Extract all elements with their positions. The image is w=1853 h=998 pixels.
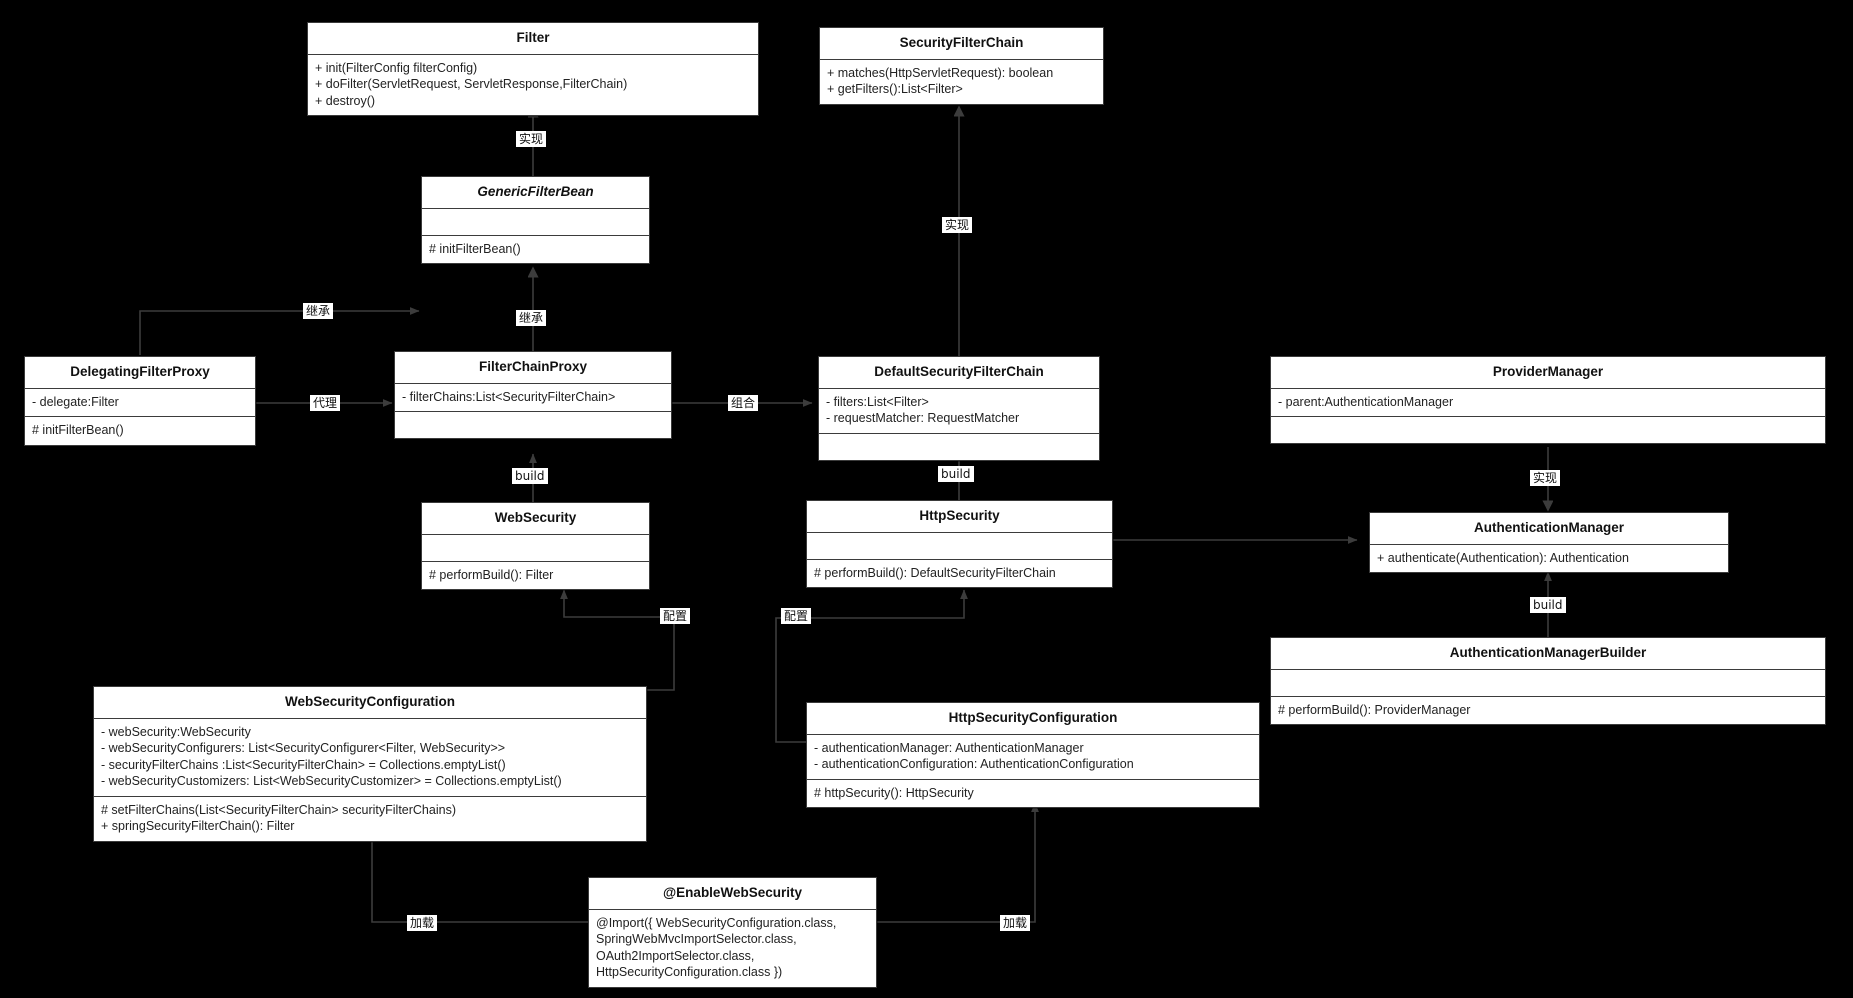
class-box-http-security[interactable]: HttpSecurity # performBuild(): DefaultSe… (806, 500, 1113, 589)
class-box-generic-filter-bean[interactable]: GenericFilterBean # initFilterBean() (421, 176, 650, 265)
attribute-row: - requestMatcher: RequestMatcher (826, 411, 1020, 426)
method-row: + doFilter(ServletRequest, ServletRespon… (315, 77, 628, 92)
class-title: HttpSecurity (807, 501, 1112, 533)
class-title: Filter (308, 23, 758, 55)
edge-label-load-web-security-configuration: 加载 (407, 915, 438, 931)
method-row: # performBuild(): Filter (429, 567, 554, 582)
attribute-row: OAuth2ImportSelector.class, (596, 948, 755, 963)
methods-compartment: + authenticate(Authentication): Authenti… (1370, 545, 1728, 573)
class-title: DelegatingFilterProxy (25, 357, 255, 389)
class-box-delegating-filter-proxy[interactable]: DelegatingFilterProxy - delegate:Filter … (24, 356, 256, 446)
method-row: + getFilters():List<Filter> (827, 82, 963, 97)
method-row: # performBuild(): DefaultSecurityFilterC… (814, 565, 1056, 580)
method-row: + matches(HttpServletRequest): boolean (827, 65, 1054, 80)
attributes-compartment: - webSecurity:WebSecurity - webSecurityC… (94, 719, 646, 797)
methods-compartment: # initFilterBean() (25, 417, 255, 445)
attribute-row: - webSecurityCustomizers: List<WebSecuri… (101, 774, 562, 789)
attributes-compartment: - parent:AuthenticationManager (1271, 389, 1825, 418)
method-row: + authenticate(Authentication): Authenti… (1377, 550, 1629, 565)
edge-label-configure-web-security: 配置 (660, 608, 691, 624)
class-box-web-security[interactable]: WebSecurity # performBuild(): Filter (421, 502, 650, 591)
edge-label-build-authentication-manager: build (1530, 597, 1566, 613)
attributes-compartment: - filterChains:List<SecurityFilterChain> (395, 384, 671, 413)
attribute-row: - filterChains:List<SecurityFilterChain> (402, 389, 616, 404)
attribute-row: - securityFilterChains :List<SecurityFil… (101, 757, 506, 772)
class-box-filter[interactable]: Filter + init(FilterConfig filterConfig)… (307, 22, 759, 117)
attribute-row: - authenticationManager: AuthenticationM… (814, 740, 1084, 755)
class-title: WebSecurity (422, 503, 649, 535)
method-row: # initFilterBean() (429, 241, 521, 256)
class-box-web-security-configuration[interactable]: WebSecurityConfiguration - webSecurity:W… (93, 686, 647, 842)
class-box-http-security-configuration[interactable]: HttpSecurityConfiguration - authenticati… (806, 702, 1260, 809)
methods-compartment: + matches(HttpServletRequest): boolean +… (820, 60, 1103, 104)
attributes-compartment: - filters:List<Filter> - requestMatcher:… (819, 389, 1099, 434)
method-row: + init(FilterConfig filterConfig) (315, 60, 478, 75)
attribute-row: - webSecurityConfigurers: List<SecurityC… (101, 741, 506, 756)
attributes-compartment: - delegate:Filter (25, 389, 255, 418)
class-box-provider-manager[interactable]: ProviderManager - parent:AuthenticationM… (1270, 356, 1826, 445)
methods-compartment (819, 434, 1099, 460)
class-title: WebSecurityConfiguration (94, 687, 646, 719)
methods-compartment: # httpSecurity(): HttpSecurity (807, 780, 1259, 808)
class-box-security-filter-chain[interactable]: SecurityFilterChain + matches(HttpServle… (819, 27, 1104, 105)
attribute-row: - webSecurity:WebSecurity (101, 724, 251, 739)
edge-label-build-web-security: build (512, 468, 548, 484)
methods-compartment: # setFilterChains(List<SecurityFilterCha… (94, 797, 646, 841)
class-box-default-security-filter-chain[interactable]: DefaultSecurityFilterChain - filters:Lis… (818, 356, 1100, 461)
methods-compartment: # performBuild(): Filter (422, 562, 649, 590)
attribute-row: - parent:AuthenticationManager (1278, 394, 1454, 409)
method-row: + destroy() (315, 93, 376, 108)
attributes-compartment (422, 209, 649, 236)
methods-compartment: # performBuild(): ProviderManager (1271, 697, 1825, 725)
class-title: ProviderManager (1271, 357, 1825, 389)
class-box-enable-web-security[interactable]: @EnableWebSecurity @Import({ WebSecurity… (588, 877, 877, 988)
method-row: # httpSecurity(): HttpSecurity (814, 785, 974, 800)
edge-label-implements-authentication-manager: 实现 (1530, 470, 1561, 486)
methods-compartment (1271, 417, 1825, 443)
attribute-row: - authenticationConfiguration: Authentic… (814, 757, 1134, 772)
class-title: AuthenticationManagerBuilder (1271, 638, 1825, 670)
edge-label-load-http-security-configuration: 加载 (1000, 915, 1031, 931)
attribute-row: @Import({ WebSecurityConfiguration.class… (596, 915, 837, 930)
class-title: FilterChainProxy (395, 352, 671, 384)
class-title: SecurityFilterChain (820, 28, 1103, 60)
attributes-compartment: - authenticationManager: AuthenticationM… (807, 735, 1259, 780)
methods-compartment: # initFilterBean() (422, 236, 649, 264)
class-box-authentication-manager-builder[interactable]: AuthenticationManagerBuilder # performBu… (1270, 637, 1826, 726)
class-title: GenericFilterBean (422, 177, 649, 209)
edge-label-implements-security-filter-chain: 实现 (942, 217, 973, 233)
class-title: AuthenticationManager (1370, 513, 1728, 545)
edge-label-inherits-delegating: 继承 (303, 303, 334, 319)
edge-label-build-http-security: build (938, 466, 974, 482)
edge-label-inherits-filter-chain-proxy: 继承 (516, 310, 547, 326)
attributes-compartment: @Import({ WebSecurityConfiguration.class… (589, 910, 876, 987)
class-title: @EnableWebSecurity (589, 878, 876, 910)
method-row: # initFilterBean() (32, 423, 124, 438)
attributes-compartment (1271, 670, 1825, 697)
edge-label-proxy: 代理 (310, 395, 341, 411)
class-title: DefaultSecurityFilterChain (819, 357, 1099, 389)
attributes-compartment (422, 535, 649, 562)
attribute-row: - delegate:Filter (32, 394, 119, 409)
methods-compartment: # performBuild(): DefaultSecurityFilterC… (807, 560, 1112, 588)
attributes-compartment (807, 533, 1112, 560)
attribute-row: - filters:List<Filter> (826, 394, 929, 409)
edge-label-composition: 组合 (728, 395, 759, 411)
edge-label-configure-http-security: 配置 (781, 608, 812, 624)
attribute-row: SpringWebMvcImportSelector.class, (596, 932, 797, 947)
methods-compartment: + init(FilterConfig filterConfig) + doFi… (308, 55, 758, 116)
method-row: # performBuild(): ProviderManager (1278, 702, 1471, 717)
edge-label-implements-filter: 实现 (516, 131, 547, 147)
class-box-authentication-manager[interactable]: AuthenticationManager + authenticate(Aut… (1369, 512, 1729, 574)
method-row: # setFilterChains(List<SecurityFilterCha… (101, 802, 456, 817)
attribute-row: HttpSecurityConfiguration.class }) (596, 965, 783, 980)
class-box-filter-chain-proxy[interactable]: FilterChainProxy - filterChains:List<Sec… (394, 351, 672, 440)
method-row: + springSecurityFilterChain(): Filter (101, 819, 295, 834)
class-title: HttpSecurityConfiguration (807, 703, 1259, 735)
methods-compartment (395, 412, 671, 438)
